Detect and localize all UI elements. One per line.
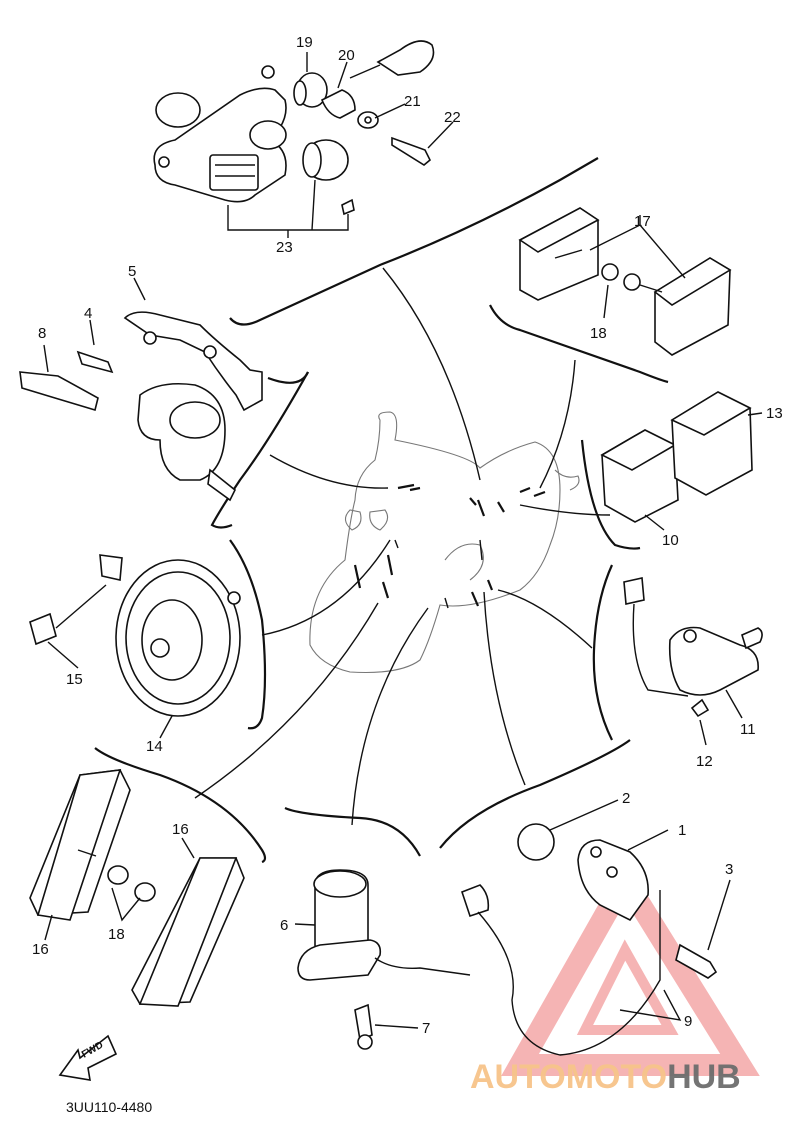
motorcycle-outline <box>309 411 580 673</box>
svg-text:AUTOMOTOHUB: AUTOMOTOHUB <box>470 1058 741 1096</box>
solenoid-assembly <box>294 869 471 1050</box>
watermark-text-2: HUB <box>667 1058 741 1096</box>
callout-17: 17 <box>634 213 651 230</box>
callout-14: 14 <box>146 738 163 755</box>
rear-reflectors <box>518 207 732 356</box>
callout-6: 6 <box>280 917 288 934</box>
callout-16b: 16 <box>172 821 189 838</box>
callout-16a: 16 <box>32 941 49 958</box>
diagram-code: 3UU110-4480 <box>66 1099 152 1115</box>
callout-8: 8 <box>38 325 46 342</box>
callout-13: 13 <box>766 405 783 422</box>
callout-3: 3 <box>725 861 733 878</box>
sidestand-switch-assembly <box>461 799 731 1056</box>
thermo-switch-assembly <box>19 277 263 502</box>
horn <box>29 554 241 739</box>
callout-21: 21 <box>404 93 421 110</box>
callout-10: 10 <box>662 532 679 549</box>
lean-sensor-assembly <box>623 577 763 746</box>
callout-5: 5 <box>128 263 136 280</box>
watermark-text-1: AUTOMOTO <box>470 1058 667 1096</box>
callout-18a: 18 <box>590 325 607 342</box>
callout-23: 23 <box>276 239 293 256</box>
callout-4: 4 <box>84 305 92 322</box>
callout-19: 19 <box>296 34 313 51</box>
callout-11: 11 <box>740 721 756 738</box>
side-reflectors <box>29 769 245 1007</box>
callout-labels: 1 2 3 4 5 6 7 8 9 10 11 12 13 14 15 16 1… <box>32 34 783 1037</box>
watermark-triangle-icon <box>501 858 760 1076</box>
callout-20: 20 <box>338 47 355 64</box>
callout-15: 15 <box>66 671 83 688</box>
callout-22: 22 <box>444 109 461 126</box>
relays <box>600 391 763 531</box>
callout-12: 12 <box>696 753 713 770</box>
callout-1: 1 <box>678 822 686 839</box>
callout-7: 7 <box>422 1020 430 1037</box>
callout-2: 2 <box>622 790 630 807</box>
watermark-logo: AUTOMOTOHUB <box>470 1058 741 1096</box>
callout-18b: 18 <box>108 926 125 943</box>
sensor-assembly <box>153 40 454 238</box>
leader-lines <box>194 267 611 826</box>
fwd-arrow-icon: FWD <box>58 1034 118 1081</box>
callout-9: 9 <box>684 1013 692 1030</box>
